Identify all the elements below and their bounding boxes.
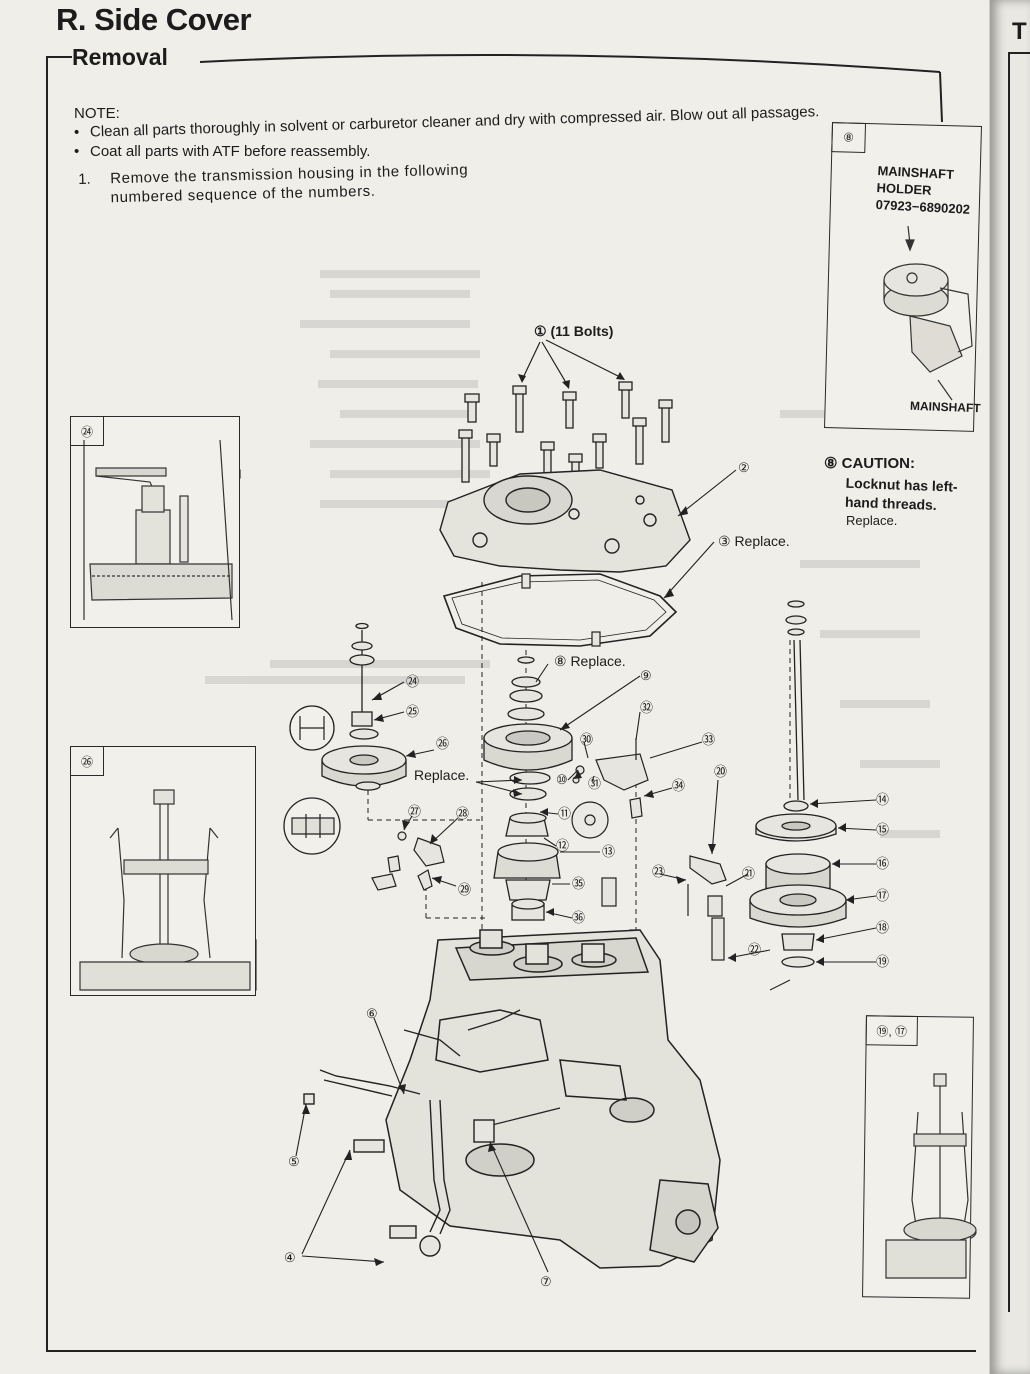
callout-3: ③ Replace. [718,533,790,549]
callout-18: ⑱ [876,920,889,935]
frame-corner [46,56,72,58]
inset-tag: ⑧ [831,122,867,153]
countershaft-gear [321,622,407,791]
callout-4: ④ [284,1250,296,1265]
callout-7: ⑦ [540,1274,552,1289]
shift-linkage [303,1009,561,1257]
callout-13: ⑬ [602,844,615,859]
bolt [458,429,473,483]
inset-19-17: ⑲, ⑰ [862,1015,974,1299]
mainshaft-label: MAINSHAFT [909,398,981,416]
callout-33: ㉝ [702,732,715,747]
bolt [592,433,607,469]
callout-34: ㉞ [672,778,685,793]
callout-11: ⑪ [558,806,571,821]
callout-16: ⑯ [876,856,889,871]
note-item: Coat all parts with ATF before reassembl… [74,142,820,161]
callout-2: ② [738,460,750,475]
callout-14: ⑭ [876,792,889,807]
caution-title: ⑧ CAUTION: [824,455,915,472]
callout-6: ⑥ [366,1006,378,1021]
bolt [464,393,480,423]
callout-10: ⑩ [556,772,568,787]
callout-26: ㉖ [436,736,449,751]
callout-29: ㉙ [458,882,471,897]
bolt [618,381,633,419]
frame-bottom-rule [46,1350,976,1352]
callout-12: ⑫ [556,838,569,853]
callout-30: ㉚ [580,732,593,747]
adjacent-page-edge: T [990,0,1030,1374]
bolt [658,399,673,443]
note-list: Clean all parts thoroughly in solvent or… [74,103,820,161]
callout-36: ㊱ [572,910,585,925]
note-heading: NOTE: [74,105,120,122]
gasket [442,573,678,647]
right-shaft-stack [749,600,847,968]
callout-22: ㉒ [748,942,761,957]
caution-block: ⑧ CAUTION: Locknut has left-hand threads… [824,454,964,530]
holder-label: MAINSHAFT HOLDER 07923−6890202 [875,162,972,218]
callout-25: ㉕ [406,704,419,719]
callout-8: ⑧ Replace. [554,653,626,669]
arrowheads [302,506,854,1266]
inset-tag: ㉖ [70,746,104,776]
adjacent-page-letter: T [1012,18,1027,45]
callout-15: ⑮ [876,822,889,837]
inset-24: ㉔ [70,416,240,628]
inset-tag: ⑲, ⑰ [865,1015,918,1046]
step-number: 1. [78,170,91,188]
interlock-parts [571,738,649,839]
side-cover [439,469,691,573]
bolt [512,385,527,433]
callout-35: ㉟ [572,876,585,891]
callout-19: ⑲ [876,954,889,969]
mainshaft-stack [483,656,573,921]
transmission-case [385,929,721,1269]
callout-replace: Replace. [414,767,469,783]
callout-24: ㉔ [406,674,419,689]
callout-21: ㉑ [742,866,755,881]
callout-27: ㉗ [408,804,421,819]
callout-20: ⑳ [714,764,727,779]
callout-9: ⑨ [640,668,652,683]
adjacent-page-rule [1008,52,1030,1312]
section-title: R. Side Cover [56,2,252,37]
bolt [632,417,647,465]
note-block: NOTE: Clean all parts thoroughly in solv… [74,103,820,161]
caution-body: Locknut has left-hand threads. [844,474,958,513]
callout-5: ⑤ [288,1154,300,1169]
bolt [562,391,577,429]
inset-26: ㉖ [70,746,256,996]
callout-28: ㉘ [456,806,469,821]
manual-page: R. Side Cover Removal [0,0,990,1374]
caution-replace: Replace. [846,513,898,528]
bolt [486,433,501,467]
frame-left-rule [46,56,48,1352]
callout-bolts: ① (11 Bolts) [534,323,613,339]
bolt-group [458,381,673,483]
bolt [540,441,555,475]
callout-31: ㉛ [588,776,601,791]
shift-parts [371,831,445,891]
subsection-title: Removal [72,44,168,70]
inset-tag: ㉔ [70,416,104,446]
callout-32: ㉜ [640,700,653,715]
callout-17: ⑰ [876,888,889,903]
callout-23: ㉓ [652,864,665,879]
